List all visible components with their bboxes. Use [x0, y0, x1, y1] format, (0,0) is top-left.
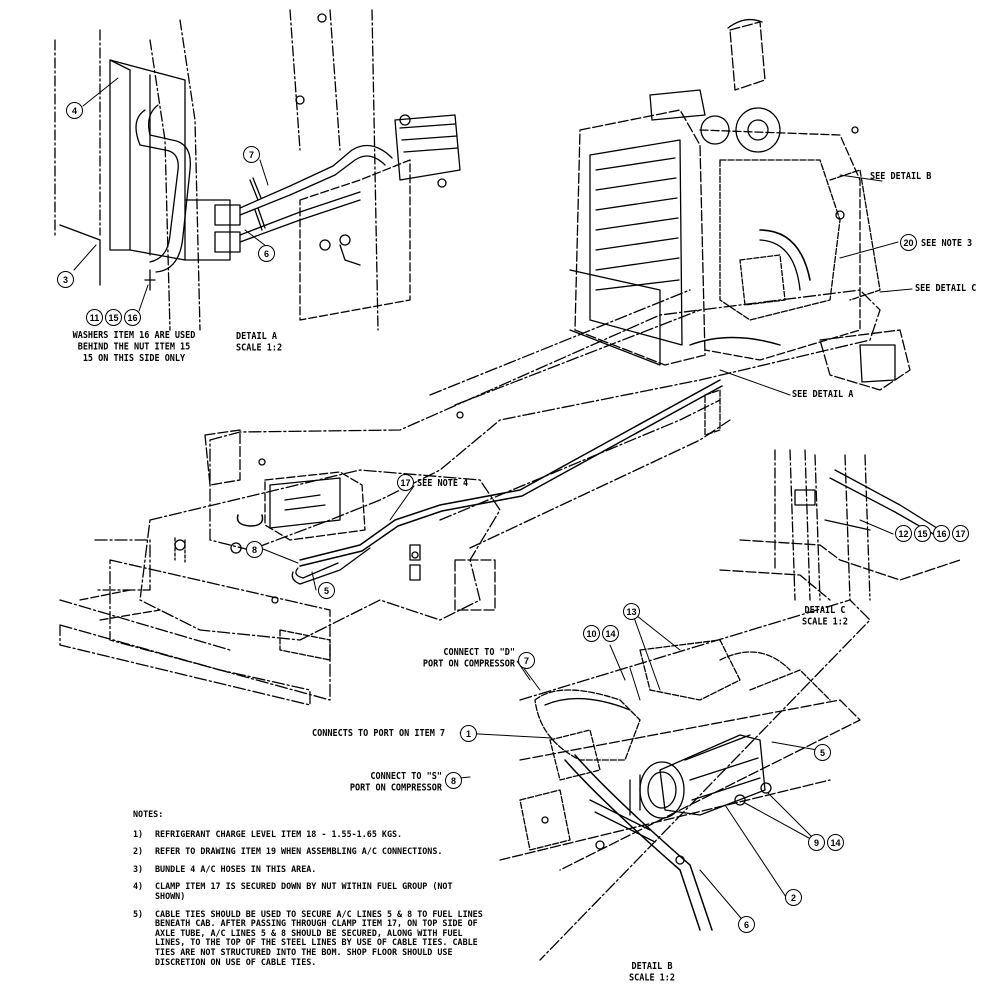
- callout-item-17-detail-c: 17: [952, 525, 969, 542]
- callout-item-8-detail-b: 8: [445, 772, 462, 789]
- washers-note-line-1: WASHERS ITEM 16 ARE USED: [72, 330, 196, 342]
- note-number: 5): [133, 908, 144, 919]
- callout-item-5: 5: [318, 582, 335, 599]
- detail-b-scale: SCALE 1:2: [628, 972, 676, 985]
- callout-item-3: 3: [57, 271, 74, 288]
- washers-note: WASHERS ITEM 16 ARE USED BEHIND THE NUT …: [44, 330, 224, 365]
- callout-item-14-detail-b: 14: [827, 834, 844, 851]
- notes-title: NOTES:: [133, 809, 164, 819]
- callout-item-9: 9: [808, 834, 825, 851]
- connect-d-line-2: PORT ON COMPRESSOR: [422, 658, 515, 671]
- see-detail-b-label: SEE DETAIL B: [870, 171, 932, 183]
- callout-item-8: 8: [246, 541, 263, 558]
- callout-leaders: [73, 77, 913, 925]
- note-item: 4) CLAMP ITEM 17 IS SECURED DOWN BY NUT …: [133, 882, 493, 901]
- see-note-4-label: SEE NOTE 4: [417, 478, 469, 490]
- detail-b-title: DETAIL B SCALE 1:2: [617, 961, 687, 984]
- note-number: 3): [133, 863, 144, 874]
- callout-item-1: 1: [460, 725, 477, 742]
- note-number: 4): [133, 881, 144, 892]
- callout-item-14: 14: [602, 625, 619, 642]
- callout-item-17: 17: [397, 474, 414, 491]
- note-item: 3) BUNDLE 4 A/C HOSES IN THIS AREA.: [133, 863, 493, 875]
- callout-item-16-detail-c: 16: [933, 525, 950, 542]
- connect-s-line-1: CONNECT TO "S": [370, 771, 442, 783]
- callout-item-4: 4: [66, 102, 83, 119]
- washers-note-line-2: BEHIND THE NUT ITEM 15: [77, 341, 191, 354]
- callout-item-7-detail-b: 7: [518, 652, 535, 669]
- callout-item-20: 20: [900, 234, 917, 251]
- note-text: CABLE TIES SHOULD BE USED TO SECURE A/C …: [155, 908, 483, 967]
- callout-item-2: 2: [785, 889, 802, 906]
- callout-item-16: 16: [124, 309, 141, 326]
- see-detail-a-label: SEE DETAIL A: [792, 389, 854, 401]
- note-number: 1): [133, 828, 144, 839]
- callout-item-13: 13: [623, 603, 640, 620]
- engine-radiator-drawing: [569, 18, 881, 366]
- detail-c-title: DETAIL C SCALE 1:2: [790, 605, 860, 628]
- see-note-3-label: SEE NOTE 3: [921, 238, 973, 250]
- connect-d-line-1: CONNECT TO "D": [443, 647, 515, 659]
- connect-d-port-label: CONNECT TO "D" PORT ON COMPRESSOR: [409, 647, 515, 670]
- note-text: REFRIGERANT CHARGE LEVEL ITEM 18 - 1.55-…: [155, 828, 403, 839]
- detail-b-drawing: [499, 599, 871, 961]
- note-text: CLAMP ITEM 17 IS SECURED DOWN BY NUT WIT…: [155, 881, 453, 901]
- callout-item-6-detail-b: 6: [738, 916, 755, 933]
- detail-a-title: DETAIL A SCALE 1:2: [236, 331, 282, 354]
- connect-s-port-label: CONNECT TO "S" PORT ON COMPRESSOR: [346, 771, 442, 794]
- note-item: 5) CABLE TIES SHOULD BE USED TO SECURE A…: [133, 908, 493, 968]
- detail-c-name: DETAIL C: [804, 605, 846, 617]
- callout-item-6: 6: [258, 245, 275, 262]
- detail-a-scale: SCALE 1:2: [236, 342, 283, 355]
- note-text: REFER TO DRAWING ITEM 19 WHEN ASSEMBLING…: [155, 846, 443, 857]
- main-chassis-drawing: [59, 289, 911, 706]
- connects-item-7-label: CONNECTS TO PORT ON ITEM 7: [312, 728, 446, 740]
- callout-item-11: 11: [86, 309, 103, 326]
- callout-item-7: 7: [243, 146, 260, 163]
- callout-item-5-detail-b: 5: [814, 744, 831, 761]
- note-item: 1) REFRIGERANT CHARGE LEVEL ITEM 18 - 1.…: [133, 828, 493, 840]
- callout-item-10: 10: [583, 625, 600, 642]
- notes-block: NOTES: 1) REFRIGERANT CHARGE LEVEL ITEM …: [133, 809, 493, 975]
- connect-s-line-2: PORT ON COMPRESSOR: [349, 782, 442, 795]
- callout-item-15-detail-c: 15: [914, 525, 931, 542]
- callout-item-12: 12: [895, 525, 912, 542]
- washers-note-line-3: 15 ON THIS SIDE ONLY: [82, 353, 186, 365]
- detail-a-drawing: [54, 9, 461, 331]
- detail-c-scale: SCALE 1:2: [801, 616, 849, 629]
- note-text: BUNDLE 4 A/C HOSES IN THIS AREA.: [155, 863, 317, 874]
- detail-a-name: DETAIL A: [236, 331, 277, 343]
- see-detail-c-label: SEE DETAIL C: [915, 283, 977, 295]
- detail-b-name: DETAIL B: [631, 961, 673, 973]
- note-item: 2) REFER TO DRAWING ITEM 19 WHEN ASSEMBL…: [133, 847, 493, 857]
- callout-item-15: 15: [105, 309, 122, 326]
- note-number: 2): [133, 846, 144, 857]
